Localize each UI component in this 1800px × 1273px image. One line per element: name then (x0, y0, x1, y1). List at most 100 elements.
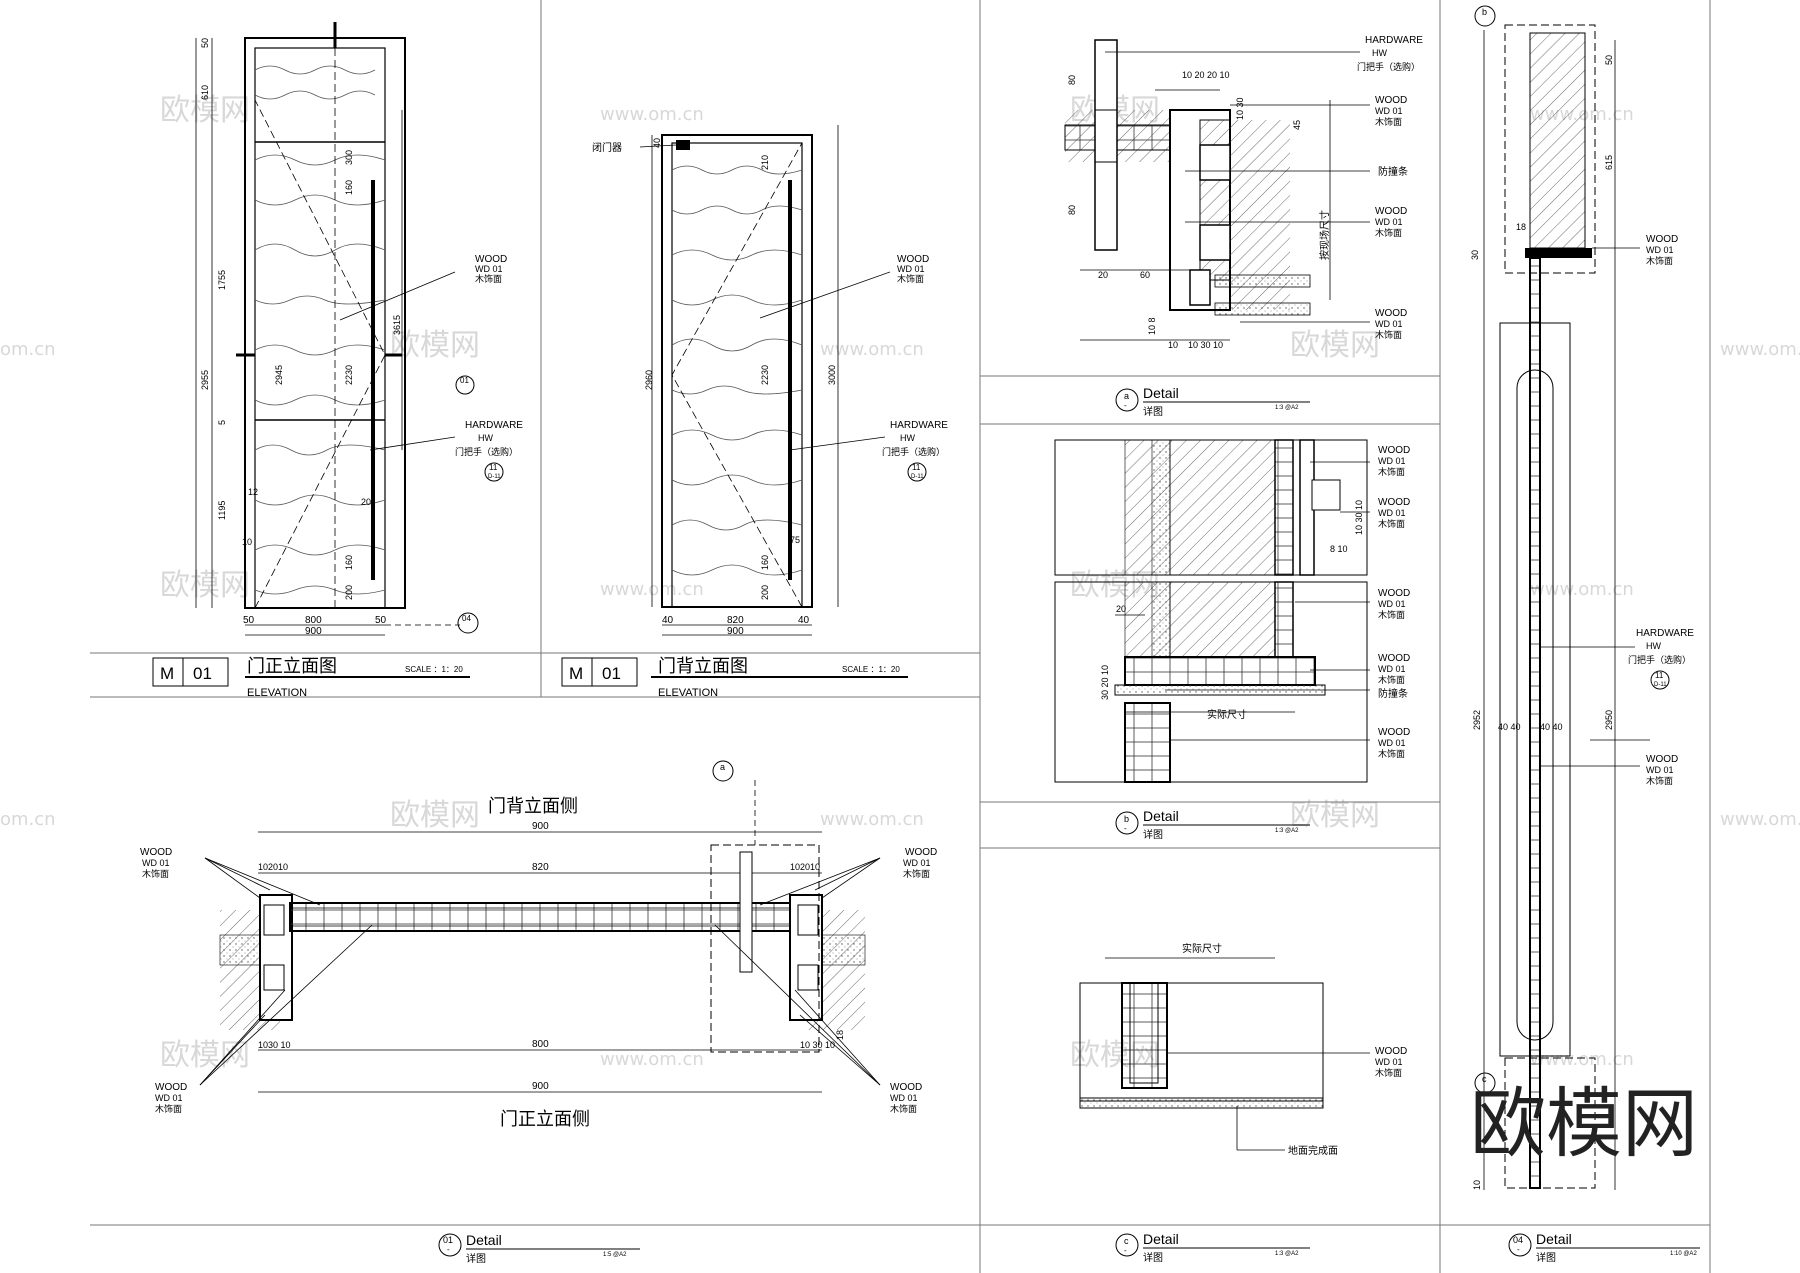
wm-brand: 欧模网 (1290, 328, 1380, 363)
label-hw: HW (478, 433, 493, 443)
symbol-text: - (447, 1245, 450, 1254)
dim: 50 (243, 615, 255, 626)
label-wd01: WD 01 (1375, 1057, 1403, 1067)
dim: 2945 (274, 365, 284, 385)
label-wood-cn: 木饰面 (1378, 518, 1405, 529)
dim: 610 (200, 85, 210, 100)
label-hw: HW (900, 433, 915, 443)
symbol-text: c (1482, 1074, 1487, 1084)
dim: 1755 (217, 270, 227, 290)
dim: 30 20 10 (1100, 665, 1110, 700)
elevation-scale: SCALE ：1：20 (405, 665, 463, 674)
dim: 900 (727, 626, 744, 637)
label-wood: WOOD (1378, 497, 1410, 508)
dim: 50 (200, 38, 210, 48)
wm-site: www.om.cn (1720, 339, 1800, 360)
dim: 20 (1116, 604, 1126, 614)
detail-c: 实际尺寸 WOOD WD 01 木饰面 地面完成面 c - Detail 详图 … (1079, 942, 1407, 1264)
dim: 102010 (790, 862, 820, 872)
mark-num: 01 (193, 664, 212, 683)
label-hardware: HARDWARE (465, 420, 523, 431)
dim: 40 (662, 615, 674, 626)
label-wood-cn: 木饰面 (1375, 116, 1402, 127)
label-wood-cn: 木饰面 (1378, 748, 1405, 759)
dim: 10 (1472, 1180, 1482, 1190)
detail-a: 80 80 45 20 60 10 20 20 10 10 30 10 30 1… (1064, 35, 1423, 418)
label-hardware: HARDWARE (1365, 35, 1423, 46)
wm-brand: 欧模网 (160, 1038, 250, 1073)
label-wood: WOOD (1375, 95, 1407, 106)
dim: 800 (305, 615, 322, 626)
detail-scale: 1:3 @A2 (1275, 405, 1299, 411)
label-bumper: 防撞条 (1378, 165, 1408, 178)
symbol-text: c (1124, 1236, 1129, 1246)
label-wood: WOOD (897, 254, 929, 265)
dim: 900 (532, 821, 549, 832)
detail-b: 20 30 20 10 10 30 10 8 10 实际尺寸 WOOD WD 0… (1054, 439, 1410, 841)
detail-scale: 1:3 @A2 (1275, 1251, 1299, 1257)
plan-bottom-title: 门正立面侧 (500, 1109, 590, 1129)
label-hw-cn: 门把手（选购） (882, 446, 945, 457)
label-closer: 闭门器 (592, 141, 622, 154)
dim: 8 10 (1330, 544, 1348, 554)
label-floor: 地面完成面 (1288, 1144, 1338, 1157)
label-wood-cn: 木饰面 (1375, 329, 1402, 340)
symbol-text: 01 (460, 376, 469, 385)
dim: 10 30 (1235, 97, 1245, 120)
dim: 2230 (760, 365, 770, 385)
dim: 40 40 (1498, 722, 1521, 732)
label-wood-cn: 木饰面 (1378, 609, 1405, 620)
dim: 2955 (200, 370, 210, 390)
elevation-en: ELEVATION (658, 687, 718, 699)
label-wood-cn: 木饰面 (1378, 674, 1405, 685)
plan-top-title: 门背立面侧 (488, 796, 578, 816)
back-elevation: 2960 3000 2230 210 160 200 40 75 40 820 … (561, 125, 948, 699)
dim: 50 (1604, 55, 1614, 65)
dim: 2950 (1604, 710, 1614, 730)
dim: 2960 (644, 370, 654, 390)
wm-site: www.om.cn (1720, 809, 1800, 830)
symbol-text: 11 (489, 463, 498, 472)
label-actual-size: 实际尺寸 (1182, 942, 1222, 955)
dim: 80 (1067, 205, 1077, 215)
label-wd01: WD 01 (1378, 508, 1406, 518)
detail-cn: 详图 (1143, 828, 1163, 841)
label-hw-cn: 门把手（选购） (1628, 654, 1691, 665)
symbol-text: D-11 (1654, 682, 1667, 688)
symbol-text: 01 (443, 1235, 453, 1245)
label-wood-cn: 木饰面 (155, 1103, 182, 1114)
mark-m: M (569, 664, 583, 683)
label-wd01: WD 01 (1375, 217, 1403, 227)
dim: 3000 (827, 365, 837, 385)
detail-scale: 1:3 @A2 (1275, 828, 1299, 834)
dim: 50 (375, 615, 387, 626)
dim: 12 (248, 487, 258, 497)
detail-scale: 1:5 @A2 (603, 1252, 627, 1258)
wm-brand: 欧模网 (390, 798, 480, 833)
mark-m: M (160, 664, 174, 683)
dim: 1030 10 (258, 1040, 291, 1050)
dim: 200 (344, 585, 354, 600)
symbol-text: a (720, 762, 725, 772)
label-wood: WOOD (1378, 445, 1410, 456)
wm-brand: 欧模网 (390, 328, 480, 363)
label-wood: WOOD (1378, 653, 1410, 664)
dim: 900 (532, 1081, 549, 1092)
label-wood: WOOD (1375, 308, 1407, 319)
wm-brand: 欧模网 (160, 93, 250, 128)
dim: 160 (344, 180, 354, 195)
dim: 1195 (217, 501, 227, 520)
dim: 102010 (258, 862, 288, 872)
label-wood-cn: 木饰面 (475, 273, 502, 284)
front-elevation: 50 610 1755 2955 5 1195 2945 2230 3615 3… (152, 22, 523, 699)
symbol-text: 04 (1513, 1235, 1523, 1245)
wm-brand: 欧模网 (1290, 798, 1380, 833)
label-wd01: WD 01 (890, 1093, 918, 1103)
symbol-text: 04 (462, 614, 471, 623)
label-wd01: WD 01 (1378, 738, 1406, 748)
dim: 615 (1604, 155, 1614, 170)
dim: 10 20 20 10 (1182, 70, 1230, 80)
label-hw-cn: 门把手（选购） (1357, 61, 1420, 72)
label-site-size: 按现场尺寸 (1318, 210, 1331, 260)
